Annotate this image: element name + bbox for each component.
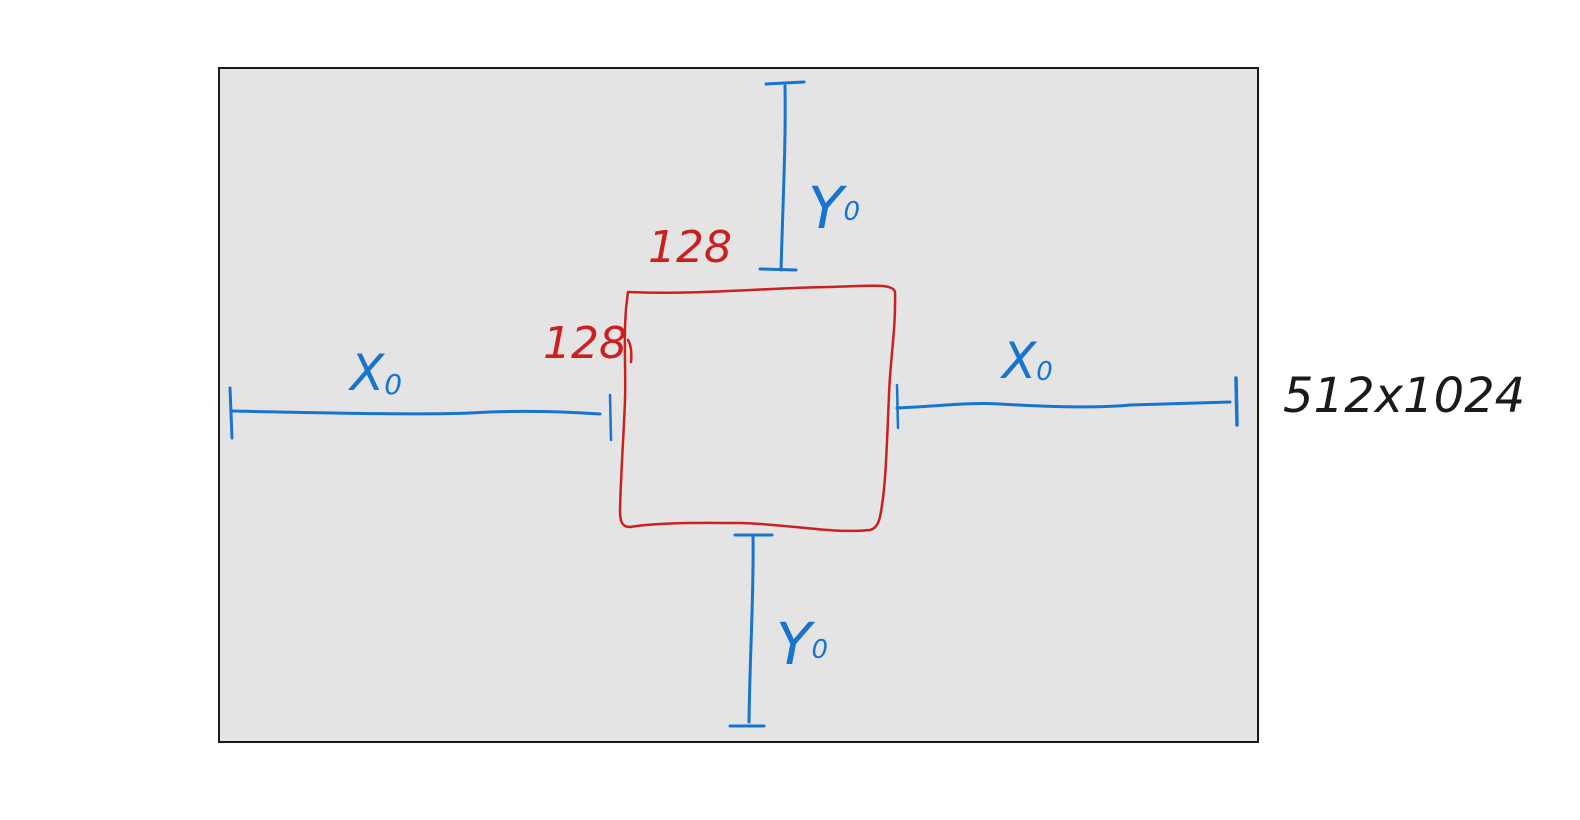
dimension-x-left <box>228 386 613 442</box>
dimension-y-top <box>758 80 806 272</box>
inner-box <box>618 284 897 533</box>
label-canvas-size: 512x1024 <box>1283 368 1525 424</box>
label-x-right: X0 <box>999 332 1053 390</box>
label-box-width: 128 <box>648 222 732 273</box>
dimension-y-bottom <box>728 533 774 728</box>
label-x-left: X0 <box>347 344 402 402</box>
label-y-top: Y0 <box>808 174 860 242</box>
label-box-height: 128 <box>543 318 627 369</box>
label-y-bottom: Y0 <box>776 610 828 678</box>
canvas-rect <box>218 67 1259 743</box>
dimension-x-right <box>895 376 1239 430</box>
inner-box-overstroke <box>626 338 633 364</box>
